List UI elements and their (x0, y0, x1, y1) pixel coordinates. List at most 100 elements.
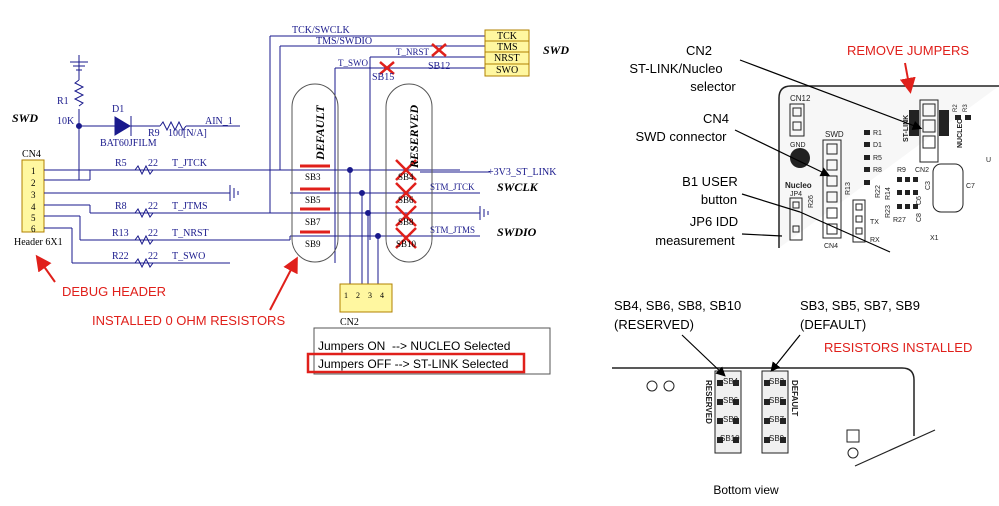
bottom-sb7: SB7 (769, 415, 785, 424)
cn4-part: Header 6X1 (14, 237, 63, 248)
bottom-sb5: SB5 (769, 396, 785, 405)
silk-x1: X1 (930, 235, 939, 242)
r1-value: 10K (57, 116, 75, 127)
b1-callout-line1: B1 USER (682, 174, 738, 189)
reserved-pod (385, 83, 433, 263)
jtag-connector-box (484, 29, 530, 77)
debug-header-arrow (35, 254, 56, 283)
silk-cn12: CN12 (790, 94, 811, 103)
default-group-line2: (DEFAULT) (800, 317, 866, 332)
silk-tx: TX (870, 219, 879, 226)
bottom-default-vertical: DEFAULT (790, 380, 799, 416)
net-3v3-st-link: +3V3_ST_LINK (488, 167, 557, 178)
cn4-ref: CN4 (22, 149, 41, 160)
cn2-connector-body (339, 283, 393, 313)
sb6-label: SB6 (398, 195, 414, 205)
legend-box (313, 327, 551, 375)
r9-ref: R9 (148, 128, 160, 139)
swdio-label: SWDIO (497, 225, 537, 239)
net-t-swo: T_SWO (338, 58, 368, 68)
board-top-callouts: CN2 ST-LINK/Nucleo selector CN4 SWD conn… (629, 43, 969, 253)
default-pod (291, 83, 339, 263)
bottom-sb10: SB10 (720, 434, 740, 443)
r5-value: 22 (148, 158, 158, 169)
debug-header-annotation: DEBUG HEADER (62, 284, 166, 299)
net-tck-swclk: TCK/SWCLK (292, 25, 351, 36)
bottom-sb3: SB3 (769, 377, 785, 386)
board-bottom-labels: SB4 SB6 SB8 SB10 SB3 SB5 SB7 SB9 RESERVE… (704, 377, 799, 443)
silk-nucleo-logo: Nucleo (785, 181, 812, 190)
b1-callout-line2: button (701, 192, 737, 207)
sb7-label: SB7 (305, 217, 321, 227)
r9-resistor-symbol (159, 120, 187, 132)
r22-net: T_SWO (172, 251, 205, 262)
sb15-label: SB15 (372, 72, 394, 83)
net-stm-jtck: STM_JTCK (430, 182, 475, 192)
swclk-label: SWCLK (497, 180, 539, 194)
silk-r27: R27 (893, 217, 906, 224)
sb10-label: SB10 (396, 239, 417, 249)
cn2-pin-4: 4 (380, 291, 384, 300)
installed-resistors-annotation: INSTALLED 0 OHM RESISTORS (92, 313, 285, 328)
legend-jumpers-off: Jumpers OFF --> ST-LINK Selected (318, 357, 508, 371)
bottom-sb6: SB6 (723, 396, 739, 405)
sb9-label: SB9 (305, 239, 321, 249)
silk-rx: RX (870, 237, 880, 244)
cn4-pin-3: 3 (31, 190, 36, 200)
cn2-callout-line3: selector (690, 79, 736, 94)
board-top-silk: CN12 SWD GND Nucleo R1 D1 R5 R8 R9 R13 R… (785, 94, 991, 250)
r5-ref: R5 (115, 158, 127, 169)
silk-swd: SWD (825, 130, 844, 139)
sb4-label: SB4 (398, 172, 414, 182)
r13-ref: R13 (112, 228, 129, 239)
r13-resistor-symbol (134, 234, 154, 246)
jtag-nrst: NRST (494, 53, 520, 64)
board-bottom-view (612, 367, 936, 467)
remove-jumpers-annotation: REMOVE JUMPERS (847, 43, 969, 58)
bottom-view-caption: Bottom view (713, 483, 779, 497)
silk-r13: R13 (845, 182, 852, 195)
r22-ref: R22 (112, 251, 129, 262)
silk-u: U (986, 157, 991, 164)
jtag-tck: TCK (497, 31, 518, 42)
silk-c7: C7 (966, 183, 975, 190)
silk-c3: C3 (925, 181, 932, 190)
d1-ref: D1 (112, 104, 124, 115)
cn4-header-body (21, 159, 45, 233)
silk-r23: R23 (885, 205, 892, 218)
silk-cn2: CN2 (915, 167, 929, 174)
schematic (21, 29, 551, 375)
reserved-group-line1: SB4, SB6, SB8, SB10 (614, 298, 741, 313)
silk-r9: R9 (897, 167, 906, 174)
legend-jumpers-on: Jumpers ON --> NUCLEO Selected (318, 339, 510, 353)
silk-r2: R2 (953, 104, 959, 112)
cn2-callout-line1: CN2 (686, 43, 712, 58)
r1-ref: R1 (57, 96, 69, 107)
sb8-label: SB8 (398, 217, 414, 227)
cn4-pin-6: 6 (31, 224, 36, 234)
cn4-pin-5: 5 (31, 213, 36, 223)
jtag-swo: SWO (496, 65, 518, 76)
net-stm-jtms: STM_JTMS (430, 225, 475, 235)
d1-part: BAT60JFILM (100, 138, 157, 149)
net-t-nrst: T_NRST (396, 47, 430, 57)
sb12-label: SB12 (428, 61, 450, 72)
cn4-pin-4: 4 (31, 202, 36, 212)
r22-value: 22 (148, 251, 158, 262)
silk-d1: D1 (873, 142, 882, 149)
sb3-label: SB3 (305, 172, 321, 182)
reserved-group-line2: (RESERVED) (614, 317, 694, 332)
cn4-pin-2: 2 (31, 178, 36, 188)
default-group-line1: SB3, SB5, SB7, SB9 (800, 298, 920, 313)
cn2-pin-3: 3 (368, 291, 372, 300)
installed-resistors-arrow (269, 256, 298, 311)
cn2-pin-2: 2 (356, 291, 360, 300)
reserved-pod-label: RESERVED (407, 105, 421, 169)
silk-nucleo-vertical: NUCLEO (957, 118, 964, 148)
net-tms-swdio: TMS/SWDIO (316, 36, 372, 47)
r22-resistor-symbol (134, 257, 154, 269)
silk-r14: R14 (885, 187, 892, 200)
r5-resistor-symbol (134, 164, 154, 176)
r5-net: T_JTCK (172, 158, 208, 169)
r1-resistor-symbol (73, 79, 85, 107)
